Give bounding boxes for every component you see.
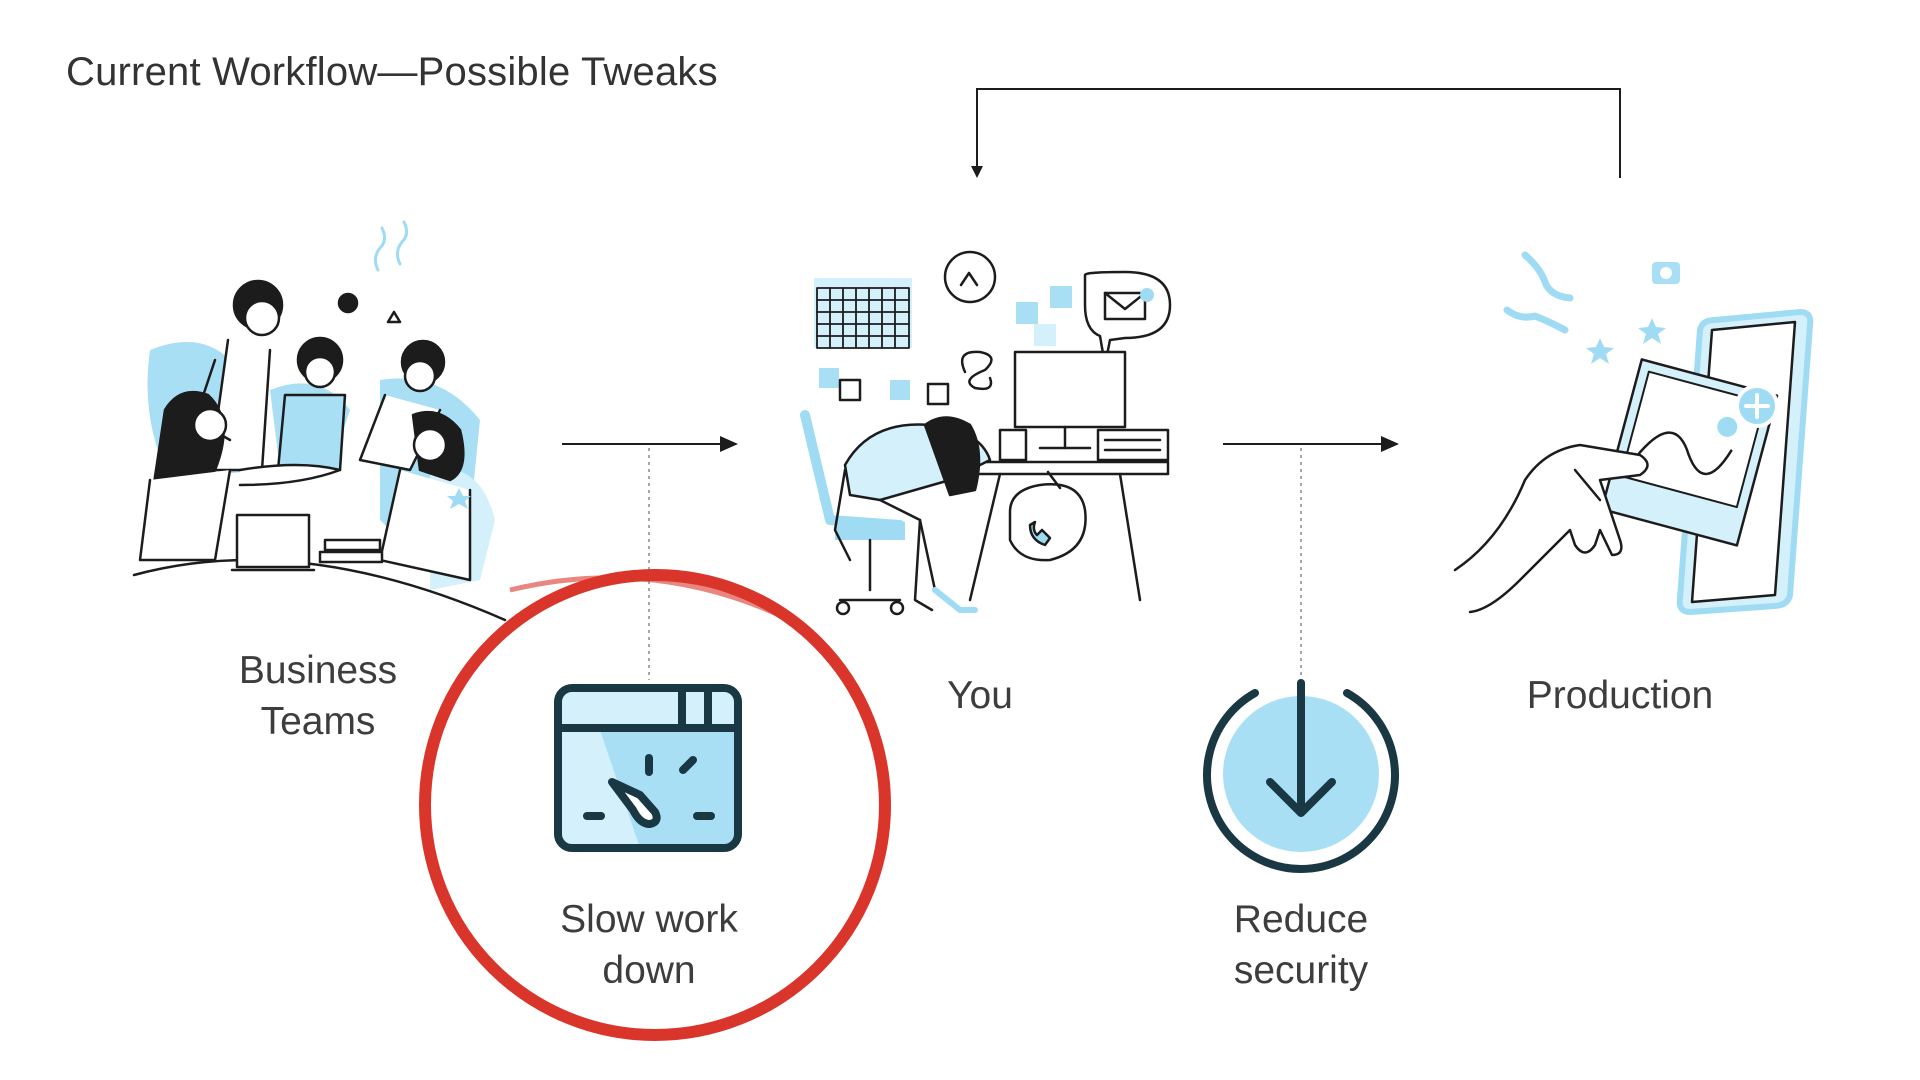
- tweak-label-slow-work-down: Slow work down: [529, 894, 769, 996]
- node-label-you-text: You: [947, 674, 1013, 717]
- node-label-business-teams-line1: Business: [238, 649, 398, 692]
- speedometer-icon: [554, 684, 742, 852]
- download-arrow-icon: [1203, 679, 1399, 873]
- node-label-production: Production: [1500, 670, 1740, 721]
- phone-hand-illustration: [1453, 251, 1814, 615]
- node-label-production-text: Production: [1526, 674, 1714, 717]
- highlight-circle: [419, 569, 891, 1041]
- node-label-business-teams-line2: Teams: [260, 700, 376, 743]
- tweak-label-slow-work-down-line2: down: [602, 949, 696, 992]
- overworked-person-illustration: [800, 250, 1172, 616]
- node-label-you: You: [890, 670, 1070, 721]
- tweak-label-reduce-security-line1: Reduce: [1233, 898, 1369, 941]
- node-label-business-teams: Business Teams: [218, 645, 418, 747]
- team-illustration: [132, 220, 507, 622]
- tweak-label-reduce-security: Reduce security: [1181, 894, 1421, 996]
- tweak-label-reduce-security-line2: security: [1233, 949, 1369, 992]
- slide-title: Current Workflow—Possible Tweaks: [66, 50, 718, 94]
- feedback-loop-arrow: [971, 88, 1621, 178]
- tweak-label-slow-work-down-line1: Slow work: [560, 898, 738, 941]
